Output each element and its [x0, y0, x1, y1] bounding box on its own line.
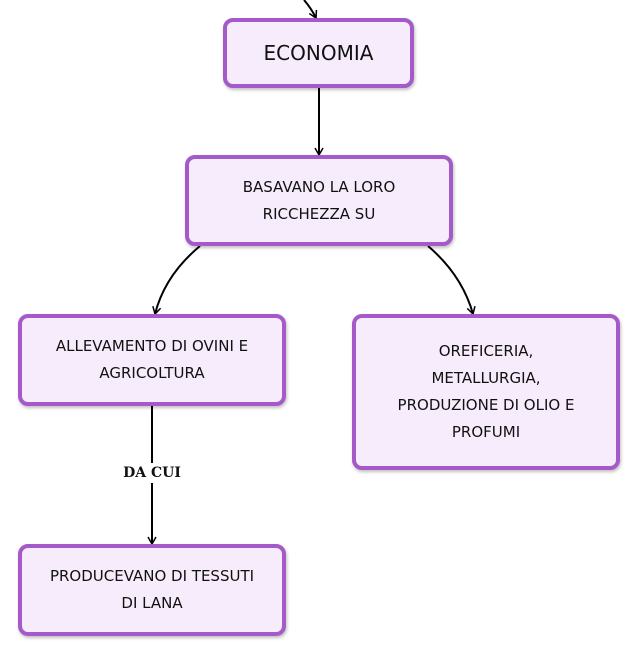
node-basavano-line-1: BASAVANO LA LORO — [242, 177, 396, 196]
node-oreficeria-line-3: PRODUZIONE DI OLIO E — [397, 396, 575, 414]
connector-incoming-economia — [303, 0, 318, 20]
node-basavano[interactable]: BASAVANO LA LORO RICCHEZZA SU — [185, 155, 453, 246]
node-basavano-line-2: RICCHEZZA SU — [262, 204, 376, 223]
node-oreficeria-line-2: METALLURGIA, — [431, 369, 541, 387]
connector-basavano-allevamento — [152, 245, 201, 316]
node-oreficeria[interactable]: OREFICERIA, METALLURGIA, PRODUZIONE DI O… — [352, 314, 620, 470]
node-oreficeria-line-1: OREFICERIA, — [438, 342, 534, 360]
node-allevamento-line-1: ALLEVAMENTO DI OVINI E — [55, 337, 249, 355]
connector-basavano-oreficeria — [427, 245, 476, 316]
node-producevano[interactable]: PRODUCEVANO DI TESSUTI DI LANA — [18, 544, 286, 636]
node-allevamento-line-2: AGRICOLTURA — [99, 364, 205, 382]
node-economia-label: ECONOMIA — [263, 40, 374, 65]
link-label-da-cui: DA CUI — [112, 463, 192, 483]
node-allevamento[interactable]: ALLEVAMENTO DI OVINI E AGRICOLTURA — [18, 314, 286, 406]
node-producevano-line-2: DI LANA — [121, 594, 183, 612]
node-economia[interactable]: ECONOMIA — [223, 18, 414, 88]
node-oreficeria-line-4: PROFUMI — [451, 423, 521, 441]
node-producevano-line-1: PRODUCEVANO DI TESSUTI — [49, 567, 255, 585]
